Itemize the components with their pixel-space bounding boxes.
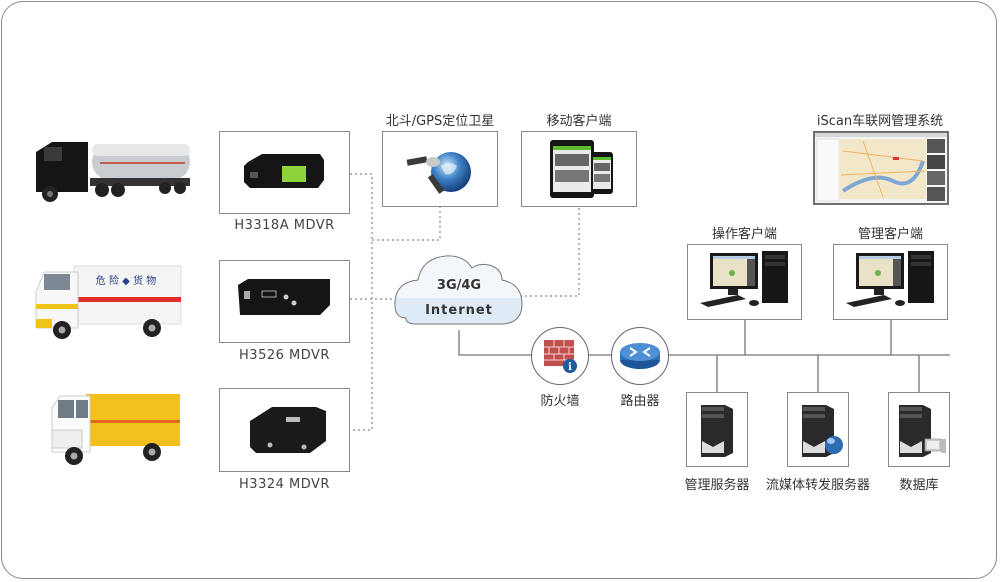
mgmt-server-box[interactable] (686, 392, 748, 467)
cloud-line1: 3G/4G (436, 278, 482, 293)
database-box[interactable] (888, 392, 950, 467)
device-label-h3526: H3526 MDVR (239, 348, 330, 363)
cloud-line2: Internet (425, 303, 493, 318)
stream-server-box[interactable] (787, 392, 849, 467)
database-label: 数据库 (899, 478, 939, 493)
tanker-truck-image (36, 142, 190, 202)
router-icon (620, 343, 660, 369)
desktop-pc-icon (846, 251, 934, 307)
mobile-client-box[interactable] (521, 131, 637, 207)
svg-text:i: i (568, 362, 572, 373)
box-truck-image (51, 394, 180, 465)
stream-server-label: 流媒体转发服务器 (765, 478, 870, 493)
mgmt-client-label: 管理客户端 (857, 227, 923, 242)
hazmat-van-image: 危 险 ◆ 货 物 (35, 265, 182, 339)
svg-text:危 险 ◆ 货 物: 危 险 ◆ 货 物 (96, 274, 156, 287)
database-server-icon (899, 405, 946, 457)
device-box-h3324[interactable] (219, 388, 350, 472)
server-globe-icon (802, 405, 843, 457)
mdvr-h3526-icon (238, 279, 330, 315)
op-client-label: 操作客户端 (711, 227, 777, 242)
server-tower-icon (701, 405, 733, 457)
firewall-label: 防火墙 (540, 394, 580, 409)
iscan-screen[interactable] (813, 131, 949, 205)
internet-cloud[interactable]: 3G/4G Internet (394, 252, 524, 332)
iscan-map-screenshot-icon (815, 133, 947, 203)
mgmt-server-label: 管理服务器 (684, 478, 750, 493)
mdvr-h3324-icon (250, 407, 326, 453)
mgmt-client-box[interactable] (833, 244, 948, 320)
device-label-h3318a: H3318A MDVR (234, 218, 335, 233)
device-box-h3526[interactable] (219, 260, 350, 343)
satellite-box[interactable] (382, 131, 498, 207)
router-node[interactable] (611, 327, 669, 385)
device-label-h3324: H3324 MDVR (239, 477, 330, 492)
satellite-label: 北斗/GPS定位卫星 (385, 114, 495, 129)
iscan-label: iScan车联网管理系统 (816, 114, 944, 129)
dotted-link-mobile (520, 207, 580, 297)
firewall-icon: i (544, 340, 577, 373)
router-label: 路由器 (620, 394, 660, 409)
dotted-link-satellite (372, 207, 441, 241)
firewall-node[interactable]: i (531, 327, 589, 385)
link-cloud-firewall (458, 330, 531, 356)
mdvr-h3318a-icon (244, 154, 324, 188)
mobile-client-label: 移动客户端 (546, 114, 612, 129)
device-box-h3318a[interactable] (219, 131, 350, 214)
dotted-link-h3318a (350, 173, 373, 431)
satellite-globe-icon (406, 152, 471, 194)
tablet-phone-icon (550, 140, 613, 198)
op-client-box[interactable] (687, 244, 802, 320)
desktop-pc-icon (700, 251, 788, 307)
cloud-icon (394, 255, 523, 325)
